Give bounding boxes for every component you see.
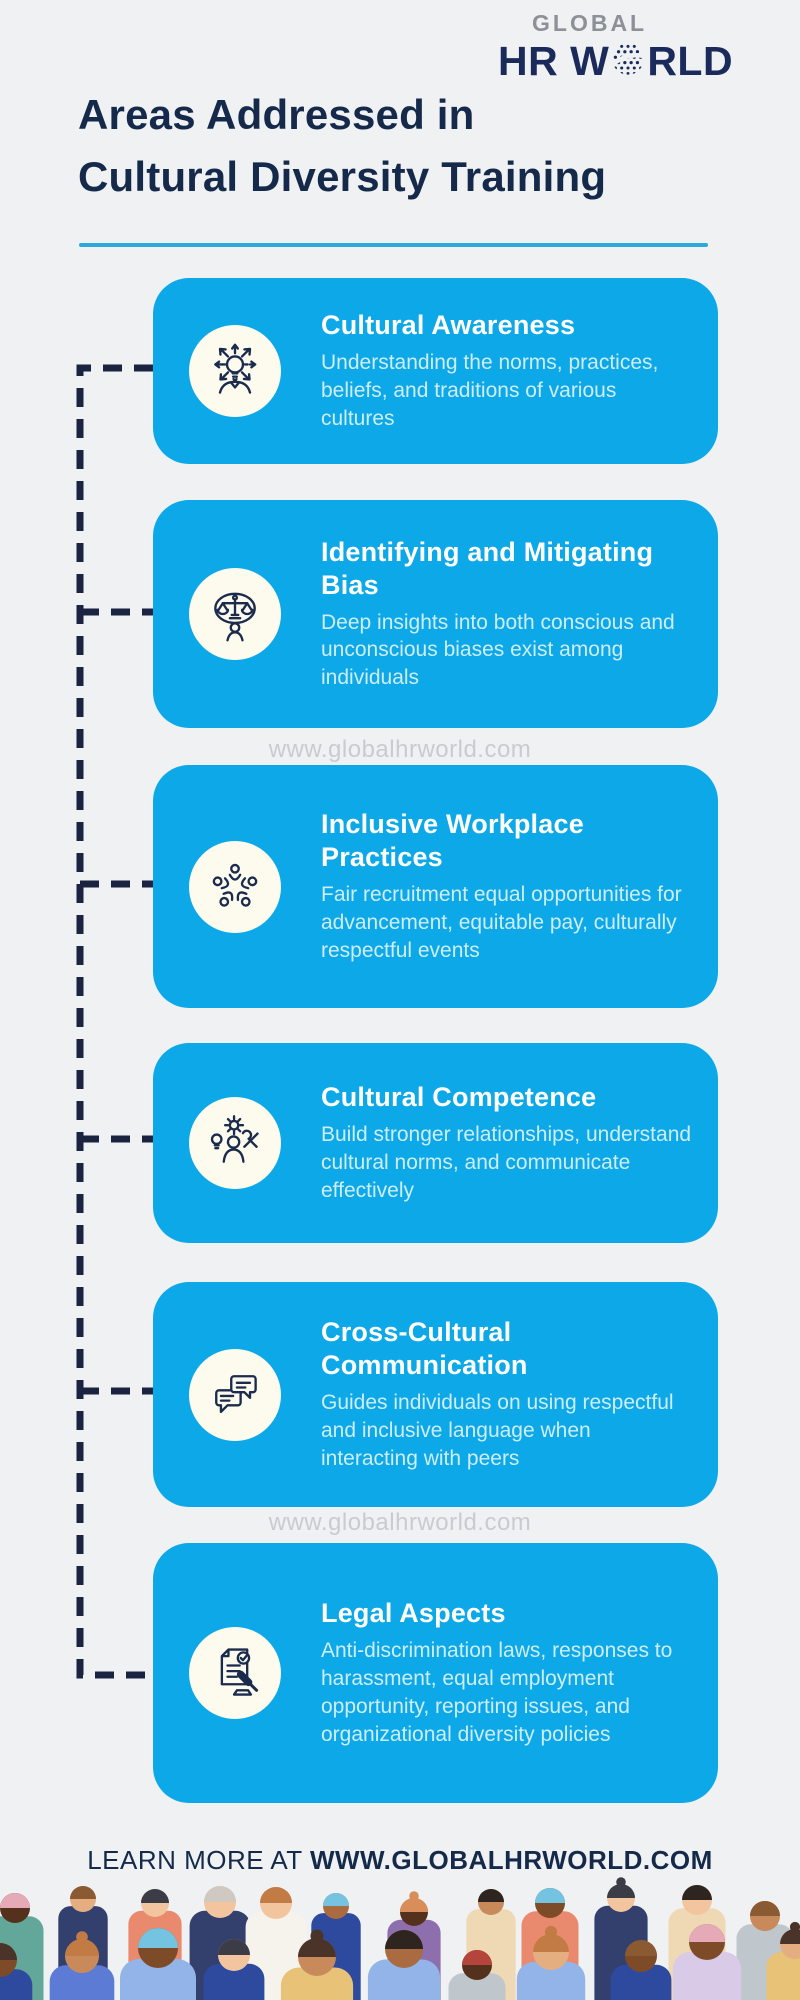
brand-global-text: GLOBAL <box>532 10 648 36</box>
card-title: Legal Aspects <box>321 1598 506 1629</box>
card-title: Cultural Awareness <box>321 310 576 341</box>
card-title: Inclusive Workplace Practices <box>321 809 584 873</box>
brand-logo: GLOBAL HR W RLD <box>498 10 733 84</box>
card-description: Understanding the norms, practices, beli… <box>321 351 659 430</box>
card-cross-cultural-communication: Cross-Cultural Communication Guides indi… <box>153 1282 718 1507</box>
brand-hr-world-pre: HR W <box>498 37 610 84</box>
people-circle-icon <box>189 840 281 933</box>
balance-scale-person-icon <box>189 568 281 660</box>
person-gear-tools-icon <box>189 1097 281 1189</box>
card-description: Deep insights into both conscious and un… <box>321 610 675 690</box>
page-title-line1: Areas Addressed in <box>78 91 475 138</box>
card-inclusive-workplace-practices: Inclusive Workplace Practices Fair recru… <box>153 765 718 1008</box>
card-description: Anti-discrimination laws, responses to h… <box>321 1639 673 1746</box>
crowd-illustration <box>0 1877 800 2000</box>
card-title: Identifying and Mitigating Bias <box>321 536 654 600</box>
chat-bubbles-icon <box>189 1348 281 1441</box>
card-description: Guides individuals on using respectful a… <box>321 1391 674 1470</box>
card-cultural-awareness: Cultural Awareness Understanding the nor… <box>153 278 718 464</box>
watermark-bottom: www.globalhrworld.com <box>268 1509 532 1536</box>
card-cultural-competence: Cultural Competence Build stronger relat… <box>153 1043 718 1243</box>
document-gavel-icon <box>189 1627 281 1719</box>
website-url: WWW.GLOBALHRWORLD.COM <box>309 1845 713 1875</box>
title-underline <box>79 243 708 247</box>
page-title-line2: Cultural Diversity Training <box>78 152 607 200</box>
card-title: Cultural Competence <box>321 1082 597 1113</box>
card-title: Cross-Cultural Communication <box>321 1317 528 1381</box>
idea-person-arrows-icon <box>189 325 281 417</box>
card-legal-aspects: Legal Aspects Anti-discrimination laws, … <box>153 1543 718 1803</box>
globe-icon <box>610 41 646 84</box>
watermark-top: www.globalhrworld.com <box>268 736 532 763</box>
learn-more-text: LEARN MORE AT <box>87 1845 310 1875</box>
card-description: Fair recruitment equal opportunities for… <box>321 883 682 962</box>
footer-learn-more: LEARN MORE AT WWW.GLOBALHRWORLD.COM <box>0 1845 800 1876</box>
brand-hr-world-text: HR W RLD <box>498 38 733 84</box>
card-description: Build stronger relationships, understand… <box>321 1123 692 1202</box>
page-title: Areas Addressed in Cultural Diversity Tr… <box>78 84 606 207</box>
card-identifying-mitigating-bias: Identifying and Mitigating Bias Deep ins… <box>153 500 718 728</box>
brand-hr-world-post: RLD <box>647 37 734 84</box>
